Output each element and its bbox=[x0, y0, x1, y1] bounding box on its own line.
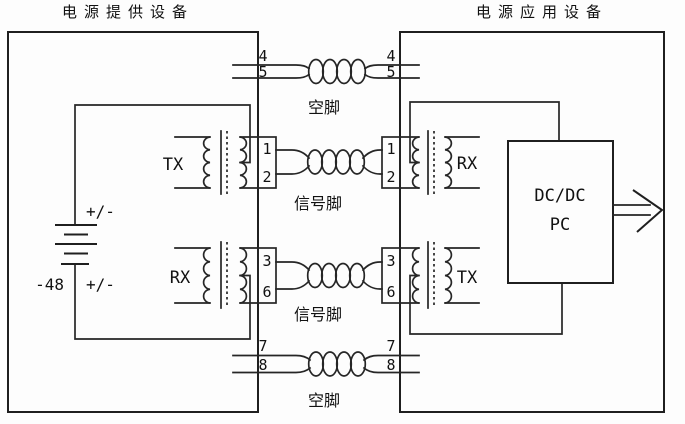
pse-pin8-label: 8 bbox=[258, 356, 267, 374]
pair-4-5-twist-icon bbox=[307, 58, 367, 85]
pse-pin2-label: 2 bbox=[262, 168, 271, 186]
pse-tx-primary-leads bbox=[174, 136, 211, 189]
pd-pin8-label: 8 bbox=[386, 356, 395, 374]
pse-tx-secondary-winding bbox=[239, 136, 248, 189]
pse-tx-secondary-leads bbox=[239, 136, 259, 189]
pair-7-8: 7 8 7 8 空脚 bbox=[232, 337, 420, 410]
battery-symbol: +/- -48 +/- bbox=[35, 104, 251, 340]
pd-pin4-label: 4 bbox=[386, 47, 395, 65]
pd-pin5-label: 5 bbox=[386, 63, 395, 81]
pair-3-6-twist-icon bbox=[306, 262, 366, 289]
pd-device-title: 电源应用设备 bbox=[476, 3, 608, 21]
pse-pin7-label: 7 bbox=[258, 337, 267, 355]
pair-3-6-function-label: 信号脚 bbox=[294, 306, 342, 324]
pse-pin1-label: 1 bbox=[262, 140, 271, 158]
pd-rx-secondary-winding bbox=[444, 136, 453, 189]
pd-pin7-label: 7 bbox=[386, 337, 395, 355]
pair-3-6-left-wires bbox=[275, 261, 311, 290]
pse-rx-secondary-leads bbox=[239, 247, 259, 304]
dcdc-box bbox=[507, 140, 614, 284]
pse-pin3-label: 3 bbox=[262, 252, 271, 270]
battery-voltage-label: -48 bbox=[35, 275, 64, 294]
dcdc-converter: DC/DC PC bbox=[409, 101, 664, 335]
dcdc-label-line1: DC/DC bbox=[534, 186, 585, 206]
pair-1-2-twist-icon bbox=[306, 149, 366, 175]
pse-pin-block-1-2 bbox=[257, 136, 277, 189]
pse-rx-primary-leads bbox=[174, 247, 211, 304]
pse-rx-label: RX bbox=[170, 268, 191, 288]
pair-7-8-function-label: 空脚 bbox=[308, 392, 340, 410]
pd-device-box bbox=[399, 31, 665, 413]
pair-1-2-function-label: 信号脚 bbox=[294, 195, 342, 213]
pd-pin3-label: 3 bbox=[386, 252, 395, 270]
arrow-head bbox=[632, 189, 664, 233]
battery-plates bbox=[55, 224, 97, 265]
pse-pin4-label: 4 bbox=[258, 47, 267, 65]
pse-device-box bbox=[7, 31, 259, 413]
pair-4-5-right-wires bbox=[363, 64, 420, 79]
pse-rx-secondary-winding bbox=[239, 247, 248, 304]
pd-rx-label: RX bbox=[457, 154, 478, 174]
battery-top-polarity-label: +/- bbox=[86, 202, 115, 221]
pd-tx-secondary-leads bbox=[444, 247, 480, 304]
pair-4-5: 4 5 4 5 空脚 bbox=[232, 47, 420, 117]
pd-pin2-label: 2 bbox=[386, 168, 395, 186]
arrow-shaft bbox=[612, 204, 651, 216]
pair-4-5-function-label: 空脚 bbox=[308, 99, 340, 117]
battery-bottom-polarity-label: +/- bbox=[86, 275, 115, 294]
pse-pin-block-3-6 bbox=[257, 247, 277, 304]
pair-1-2-left-wires bbox=[275, 149, 311, 175]
battery-positive-feed-wire bbox=[74, 104, 251, 226]
pair-1-2: 1 2 1 2 信号脚 bbox=[257, 136, 401, 213]
pair-3-6-right-wires bbox=[361, 261, 383, 290]
pse-tx-label: TX bbox=[163, 155, 184, 175]
pair-7-8-twist-icon bbox=[307, 351, 367, 377]
pair-7-8-left-wires bbox=[232, 354, 312, 374]
pse-rx-primary-winding bbox=[202, 247, 211, 304]
pse-pin6-label: 6 bbox=[262, 283, 271, 301]
pair-7-8-right-wires bbox=[362, 354, 420, 374]
power-output-arrow-icon bbox=[612, 189, 664, 233]
pd-pin-block-1-2 bbox=[381, 136, 401, 189]
pair-4-5-left-wires bbox=[232, 64, 311, 79]
pair-1-2-right-wires bbox=[361, 149, 383, 175]
pse-tx-primary-winding bbox=[202, 136, 211, 189]
pse-device-title: 电源提供设备 bbox=[62, 4, 194, 21]
pse-pin5-label: 5 bbox=[258, 63, 267, 81]
pd-tx-centertap-wire bbox=[409, 274, 563, 335]
pd-rx-secondary-leads bbox=[444, 136, 480, 189]
battery-negative-feed-wire bbox=[74, 263, 251, 340]
pd-tx-secondary-winding bbox=[444, 247, 453, 304]
pd-pin1-label: 1 bbox=[386, 140, 395, 158]
pd-tx-label: TX bbox=[457, 268, 478, 288]
dcdc-label-line2: PC bbox=[550, 215, 570, 235]
pd-rx-centertap-wire bbox=[409, 101, 560, 164]
pse-tx-transformer: TX bbox=[163, 130, 259, 195]
pd-pin-block-3-6 bbox=[381, 247, 401, 304]
pse-rx-transformer: RX bbox=[170, 241, 259, 309]
pair-3-6: 3 6 3 6 信号脚 bbox=[257, 247, 401, 324]
pd-pin6-label: 6 bbox=[386, 283, 395, 301]
